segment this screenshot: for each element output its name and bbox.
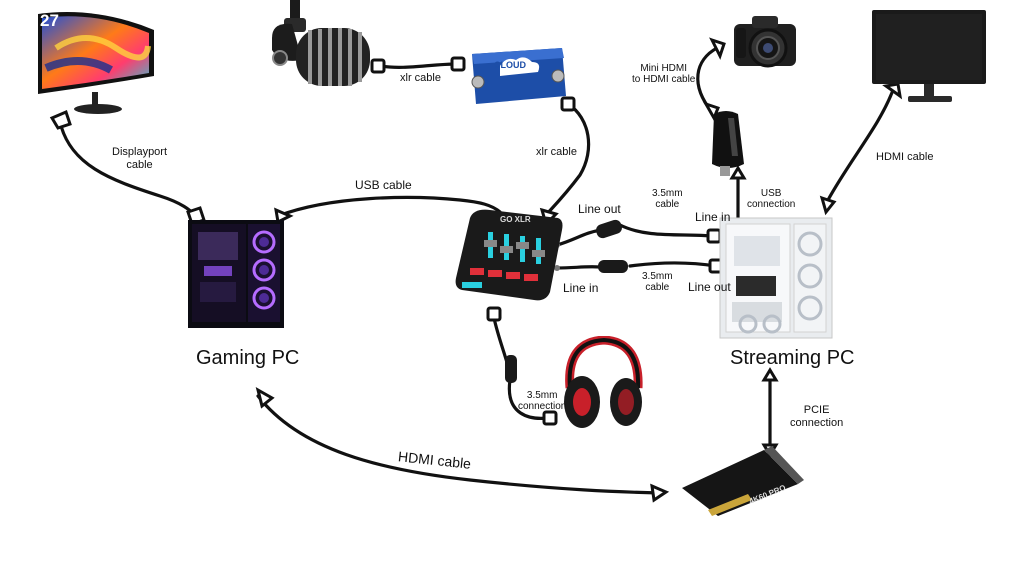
- hdmi-cable-right-line: [826, 88, 895, 202]
- hdmi-cable-right-label: HDMI cable: [876, 151, 934, 163]
- flat-monitor-icon: [872, 10, 986, 102]
- capture-card-icon: [682, 446, 804, 516]
- gaming-pc-label: Gaming PC: [196, 347, 300, 369]
- mini-hdmi-cable-line: [696, 46, 719, 114]
- camera-icon: [734, 16, 796, 68]
- line-out-label-1: Line out: [578, 202, 621, 216]
- usb-connection-label: USB connection: [747, 188, 796, 210]
- mini-hdmi-label: Mini HDMI to HDMI cable: [632, 63, 696, 85]
- xlr-cable-label-1: xlr cable: [400, 72, 441, 84]
- curved-monitor-icon: [38, 12, 154, 114]
- cloudlifter-icon: [471, 48, 566, 104]
- mixer-icon: [455, 209, 563, 301]
- displayport-cable-line: [58, 120, 198, 218]
- gaming-pc-icon: [188, 220, 284, 328]
- mixer-brand: GO XLR: [500, 215, 531, 224]
- cloudlifter-brand: CLOUD: [494, 60, 526, 70]
- mm-cable-label-1: 3.5mm cable: [652, 188, 683, 210]
- line-in-cable-2: [555, 265, 602, 270]
- line-out-cable-1b: [618, 223, 722, 239]
- line-in-label-1: Line in: [695, 210, 731, 224]
- line-in-cable-2b: [628, 261, 718, 268]
- usb-cable-line: [276, 195, 502, 218]
- displayport-cable-label: Displayport cable: [112, 146, 168, 171]
- monitor-badge: 27: [40, 11, 59, 30]
- streaming-pc-icon: [719, 217, 833, 339]
- pcie-connection-label: PCIE connection: [790, 404, 844, 429]
- streaming-pc-label: Streaming PC: [730, 347, 855, 369]
- hdmi-cable-bottom-line: [256, 394, 662, 495]
- mm-connection-label: 3.5mm connection: [518, 390, 567, 412]
- microphone-icon: [272, 0, 370, 86]
- line-out-label-2: Line out: [688, 280, 731, 294]
- headphones-icon: [564, 336, 643, 428]
- line-in-label-2: Line in: [563, 281, 599, 295]
- xlr-cable-label-2: xlr cable: [536, 146, 577, 158]
- usb-cable-label: USB cable: [355, 178, 412, 192]
- xlr-cable-line-1: [378, 62, 460, 69]
- xlr-cable-line-2: [543, 102, 591, 218]
- mm-cable-label-2: 3.5mm cable: [642, 271, 673, 293]
- capture-dongle-icon: [712, 111, 744, 176]
